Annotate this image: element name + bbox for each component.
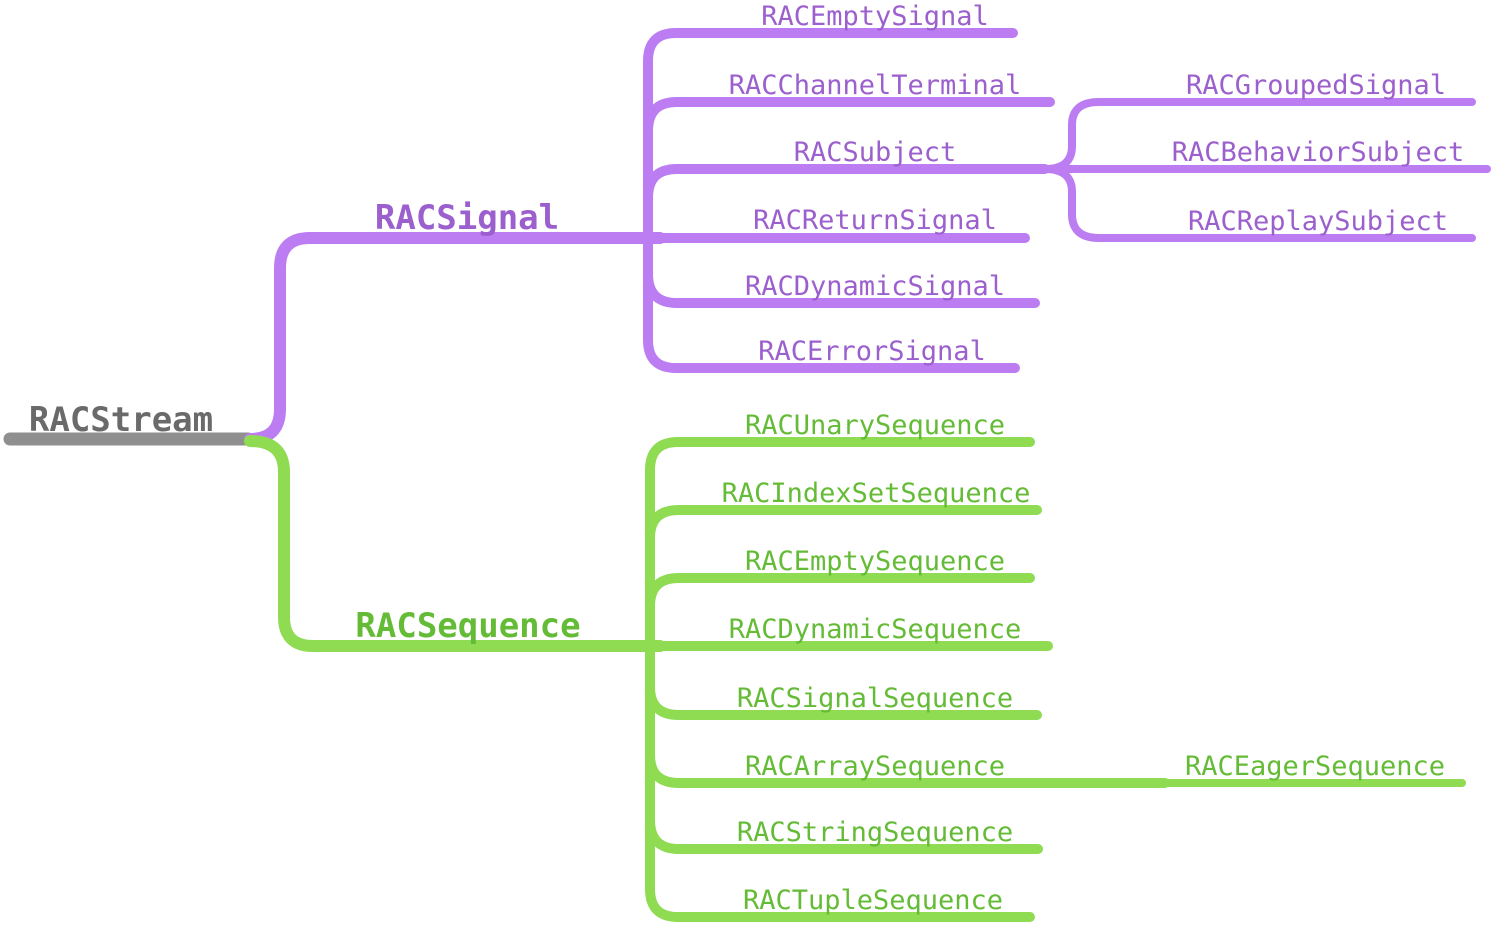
- node-label-racstream[interactable]: RACStream: [29, 400, 213, 440]
- node-label-racbehaviorsubject[interactable]: RACBehaviorSubject: [1172, 137, 1465, 168]
- node-label-racarraysequence[interactable]: RACArraySequence: [745, 751, 1005, 782]
- node-label-racgroupedsignal[interactable]: RACGroupedSignal: [1186, 70, 1446, 101]
- node-label-racsignal[interactable]: RACSignal: [375, 198, 559, 238]
- node-label-racerrorsignal[interactable]: RACErrorSignal: [758, 336, 986, 367]
- node-label-racdynamicsequence[interactable]: RACDynamicSequence: [729, 614, 1022, 645]
- edge-racsequence-trunk-racunarysequence-ractuplesequence: [645, 437, 1035, 922]
- edge-racstream-racsequence: [244, 435, 666, 652]
- edge-racsignal-racsubject: [643, 164, 1050, 203]
- node-label-racsignalsequence[interactable]: RACSignalSequence: [737, 683, 1013, 714]
- node-label-ractuplesequence[interactable]: RACTupleSequence: [743, 885, 1003, 916]
- node-label-racemptysignal[interactable]: RACEmptySignal: [761, 1, 989, 32]
- edge-racsequence-racemptysequence: [645, 573, 1035, 611]
- node-label-racsubject[interactable]: RACSubject: [794, 137, 957, 168]
- node-label-racindexsetsequence[interactable]: RACIndexSetSequence: [722, 478, 1031, 509]
- edge-racsubject-racreplaysubject: [1041, 165, 1476, 242]
- edge-racsequence-racstringsequence: [645, 815, 1043, 854]
- node-label-racsequence[interactable]: RACSequence: [355, 606, 580, 646]
- edge-racsignal-racdynamicsignal: [643, 269, 1040, 308]
- node-label-racemptysequence[interactable]: RACEmptySequence: [745, 546, 1005, 577]
- node-label-raceagersequence[interactable]: RACEagerSequence: [1185, 751, 1445, 782]
- node-label-racdynamicsignal[interactable]: RACDynamicSignal: [745, 271, 1005, 302]
- node-label-racreturnsignal[interactable]: RACReturnSignal: [753, 205, 997, 236]
- edge-racsequence-racsignalsequence: [645, 682, 1042, 720]
- node-label-racchannelterminal[interactable]: RACChannelTerminal: [729, 70, 1022, 101]
- node-label-racstringsequence[interactable]: RACStringSequence: [737, 817, 1013, 848]
- edge-racstream-racsignal: [244, 232, 666, 445]
- node-label-racunarysequence[interactable]: RACUnarySequence: [745, 410, 1005, 441]
- edge-racsequence-racarraysequence: [645, 750, 1170, 788]
- edge-racsequence-racindexsetsequence: [645, 505, 1042, 543]
- node-label-racreplaysubject[interactable]: RACReplaySubject: [1188, 206, 1448, 237]
- edge-racsignal-racchannelterminal: [643, 97, 1055, 136]
